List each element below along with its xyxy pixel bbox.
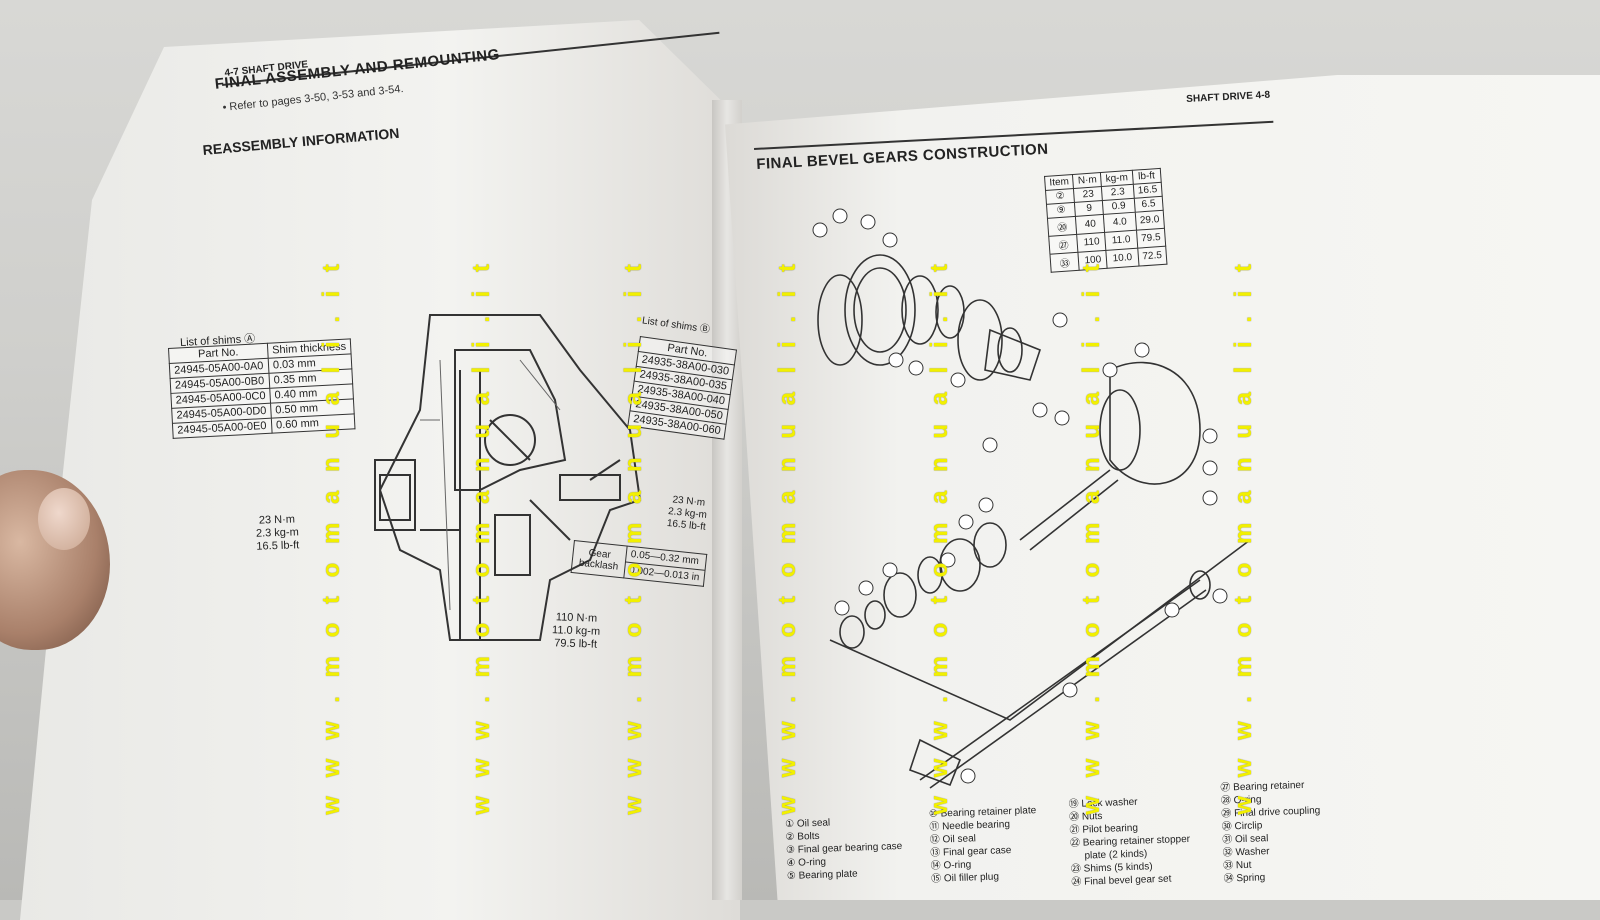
exploded-bevel-gear-diagram xyxy=(812,208,1251,789)
watermark-text: w w w . m o t o m a n u a l i . i t xyxy=(620,258,647,815)
torque-spec-middle: 110 N·m 11.0 kg-m 79.5 lb-ft xyxy=(551,611,600,652)
gear-case-cutaway-diagram xyxy=(374,314,642,641)
legend-column-2: ⑩ Bearing retainer plate ⑪ Needle bearin… xyxy=(929,804,1039,886)
watermark-text: w w w . m o t o m a n u a l i . i t xyxy=(1078,258,1105,815)
torque-spec-right: 23 N·m 2.3 kg-m 16.5 lb-ft xyxy=(666,494,708,534)
right-page xyxy=(725,75,1600,900)
torque-value: 79.5 lb-ft xyxy=(554,637,598,651)
torque-spec-left: 23 N·m 2.3 kg-m 16.5 lb-ft xyxy=(255,513,300,553)
torque-value: 16.5 lb-ft xyxy=(256,539,300,553)
watermark-text: w w w . m o t o m a n u a l i . i t xyxy=(468,258,495,815)
thumbnail-nail xyxy=(38,488,90,550)
watermark-text: w w w . m o t o m a n u a l i . i t xyxy=(1230,258,1257,815)
watermark-text: w w w . m o t o m a n u a l i . i t xyxy=(774,258,801,815)
legend-column-1: ① Oil seal ② Bolts ③ Final gear bearing … xyxy=(785,814,903,883)
backlash-label: Gear backlash xyxy=(571,540,628,578)
watermark-text: w w w . m o t o m a n u a l i . i t xyxy=(318,258,345,815)
left-page xyxy=(20,20,740,920)
watermark-text: w w w . m o t o m a n u a l i . i t xyxy=(926,258,953,815)
